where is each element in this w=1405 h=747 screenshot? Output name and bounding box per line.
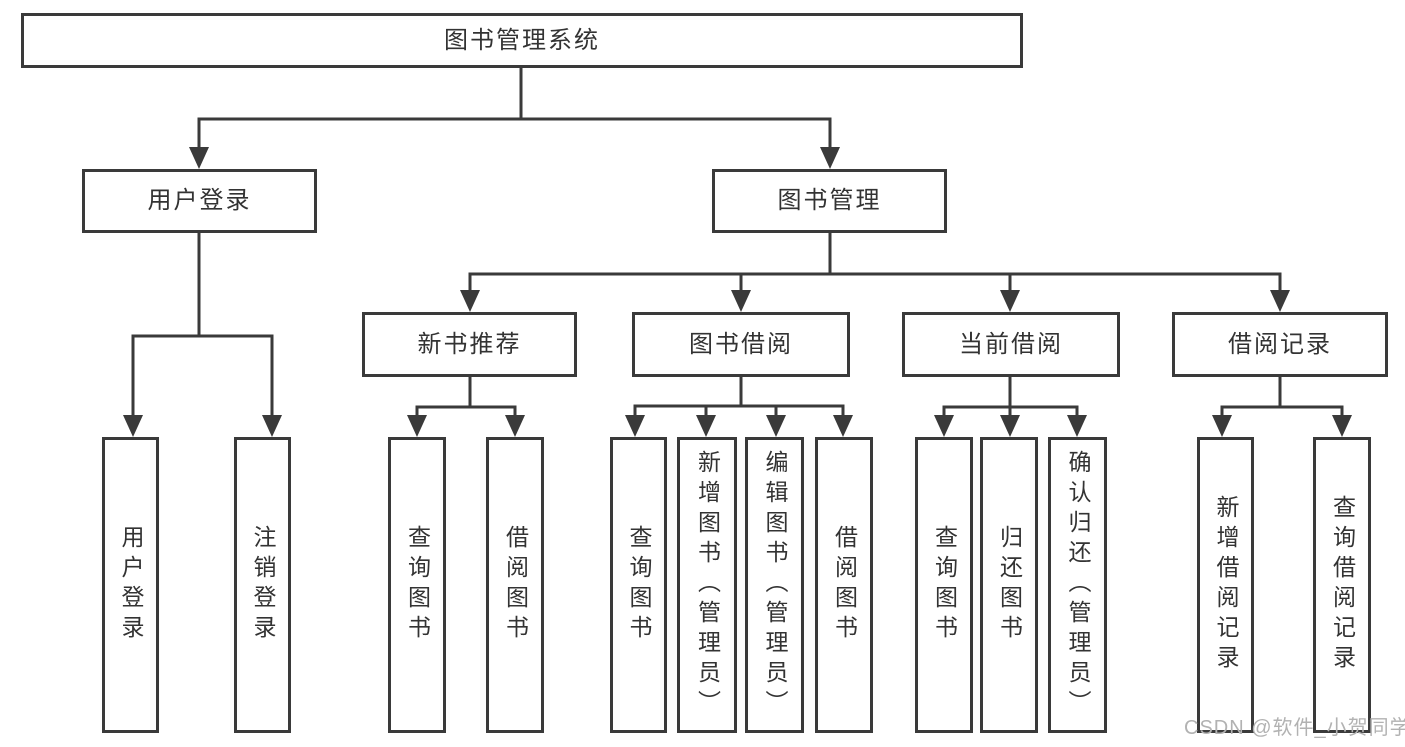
leaf-bb-edit-books-admin: 编辑图书（管理员） xyxy=(745,437,804,733)
watermark-text: CSDN @软件_小贺同学 xyxy=(1184,717,1405,739)
leaf-br-add-record: 新增借阅记录 xyxy=(1197,437,1254,733)
node-user-login-label: 用户登录 xyxy=(147,187,252,214)
node-borrow-records: 借阅记录 xyxy=(1172,312,1388,377)
node-book-management-label: 图书管理 xyxy=(777,187,882,214)
leaf-bb-add-books-admin-label: 新增图书（管理员） xyxy=(694,450,721,720)
leaf-nb-query-books-label: 查询图书 xyxy=(404,525,431,645)
leaf-bb-borrow-books-label: 借阅图书 xyxy=(831,525,858,645)
leaf-bb-query-books-label: 查询图书 xyxy=(626,525,652,645)
node-user-login: 用户登录 xyxy=(82,169,317,233)
node-current-borrow: 当前借阅 xyxy=(902,312,1120,377)
leaf-logout: 注销登录 xyxy=(234,437,291,733)
leaf-cb-return-books-label: 归还图书 xyxy=(996,525,1023,645)
leaf-cb-confirm-return-admin-label: 确认归还（管理员） xyxy=(1065,450,1091,720)
node-new-book-recommend-label: 新书推荐 xyxy=(417,330,522,358)
leaf-bb-add-books-admin: 新增图书（管理员） xyxy=(677,437,737,733)
leaf-user-login: 用户登录 xyxy=(102,437,159,733)
leaf-nb-borrow-books-label: 借阅图书 xyxy=(502,525,529,645)
node-library-system: 图书管理系统 xyxy=(21,13,1023,68)
leaf-cb-confirm-return-admin: 确认归还（管理员） xyxy=(1048,437,1107,733)
node-book-management: 图书管理 xyxy=(712,169,947,233)
node-library-system-label: 图书管理系统 xyxy=(444,26,600,54)
node-book-borrow-label: 图书借阅 xyxy=(689,330,793,358)
leaf-cb-query-books: 查询图书 xyxy=(915,437,973,733)
node-current-borrow-label: 当前借阅 xyxy=(959,330,1063,358)
leaf-user-login-label: 用户登录 xyxy=(118,525,144,645)
leaf-cb-return-books: 归还图书 xyxy=(980,437,1038,733)
leaf-br-add-record-label: 新增借阅记录 xyxy=(1213,495,1239,675)
node-book-borrow: 图书借阅 xyxy=(632,312,850,377)
leaf-br-query-record: 查询借阅记录 xyxy=(1313,437,1371,733)
leaf-nb-borrow-books: 借阅图书 xyxy=(486,437,544,733)
node-borrow-records-label: 借阅记录 xyxy=(1228,330,1332,358)
node-new-book-recommend: 新书推荐 xyxy=(362,312,577,377)
leaf-bb-borrow-books: 借阅图书 xyxy=(815,437,873,733)
leaf-bb-edit-books-admin-label: 编辑图书（管理员） xyxy=(762,450,788,720)
leaf-nb-query-books: 查询图书 xyxy=(388,437,446,733)
leaf-cb-query-books-label: 查询图书 xyxy=(931,525,958,645)
leaf-bb-query-books: 查询图书 xyxy=(610,437,667,733)
leaf-br-query-record-label: 查询借阅记录 xyxy=(1329,495,1356,675)
leaf-logout-label: 注销登录 xyxy=(250,525,276,645)
